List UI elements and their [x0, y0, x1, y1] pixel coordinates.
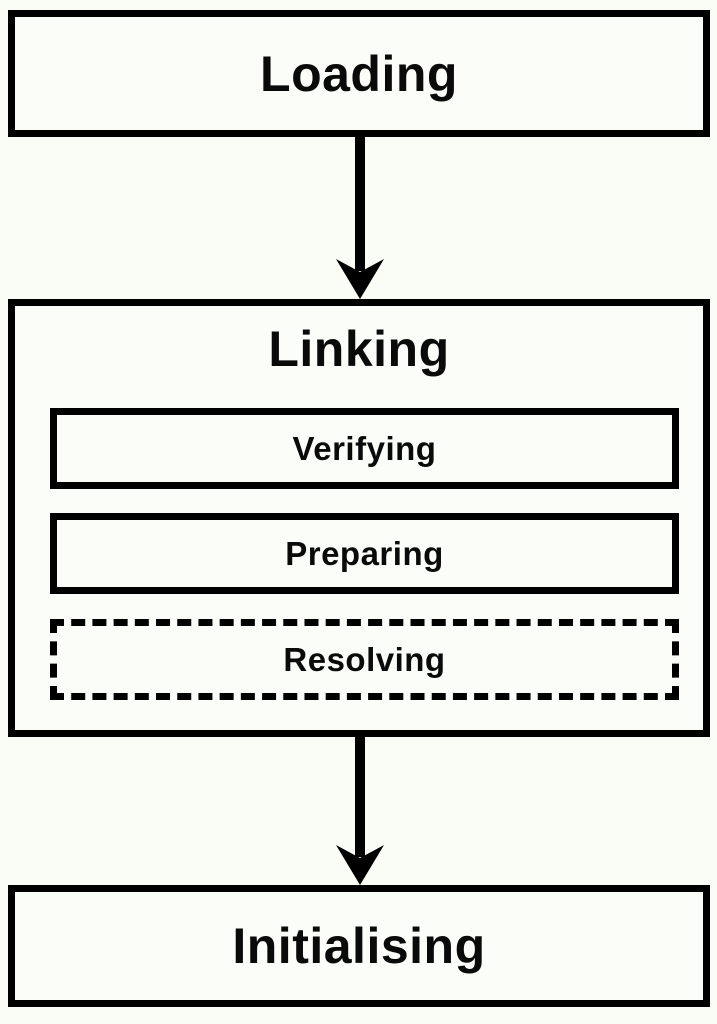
node-resolving-label: Resolving [283, 640, 446, 678]
node-preparing-label: Preparing [285, 534, 444, 572]
node-preparing: Preparing [50, 513, 679, 594]
node-verifying-label: Verifying [292, 429, 437, 467]
node-loading-label: Loading [260, 45, 458, 102]
arrow-loading-to-linking-icon [336, 137, 384, 299]
node-loading: Loading [8, 10, 710, 137]
arrow-linking-to-initialising-icon [336, 737, 384, 885]
node-initialising: Initialising [8, 885, 710, 1007]
node-verifying: Verifying [50, 408, 679, 489]
node-linking: Linking Verifying Preparing Resolving [8, 299, 710, 737]
node-resolving: Resolving [50, 619, 679, 700]
node-initialising-label: Initialising [232, 918, 486, 974]
node-linking-label: Linking [268, 321, 450, 377]
